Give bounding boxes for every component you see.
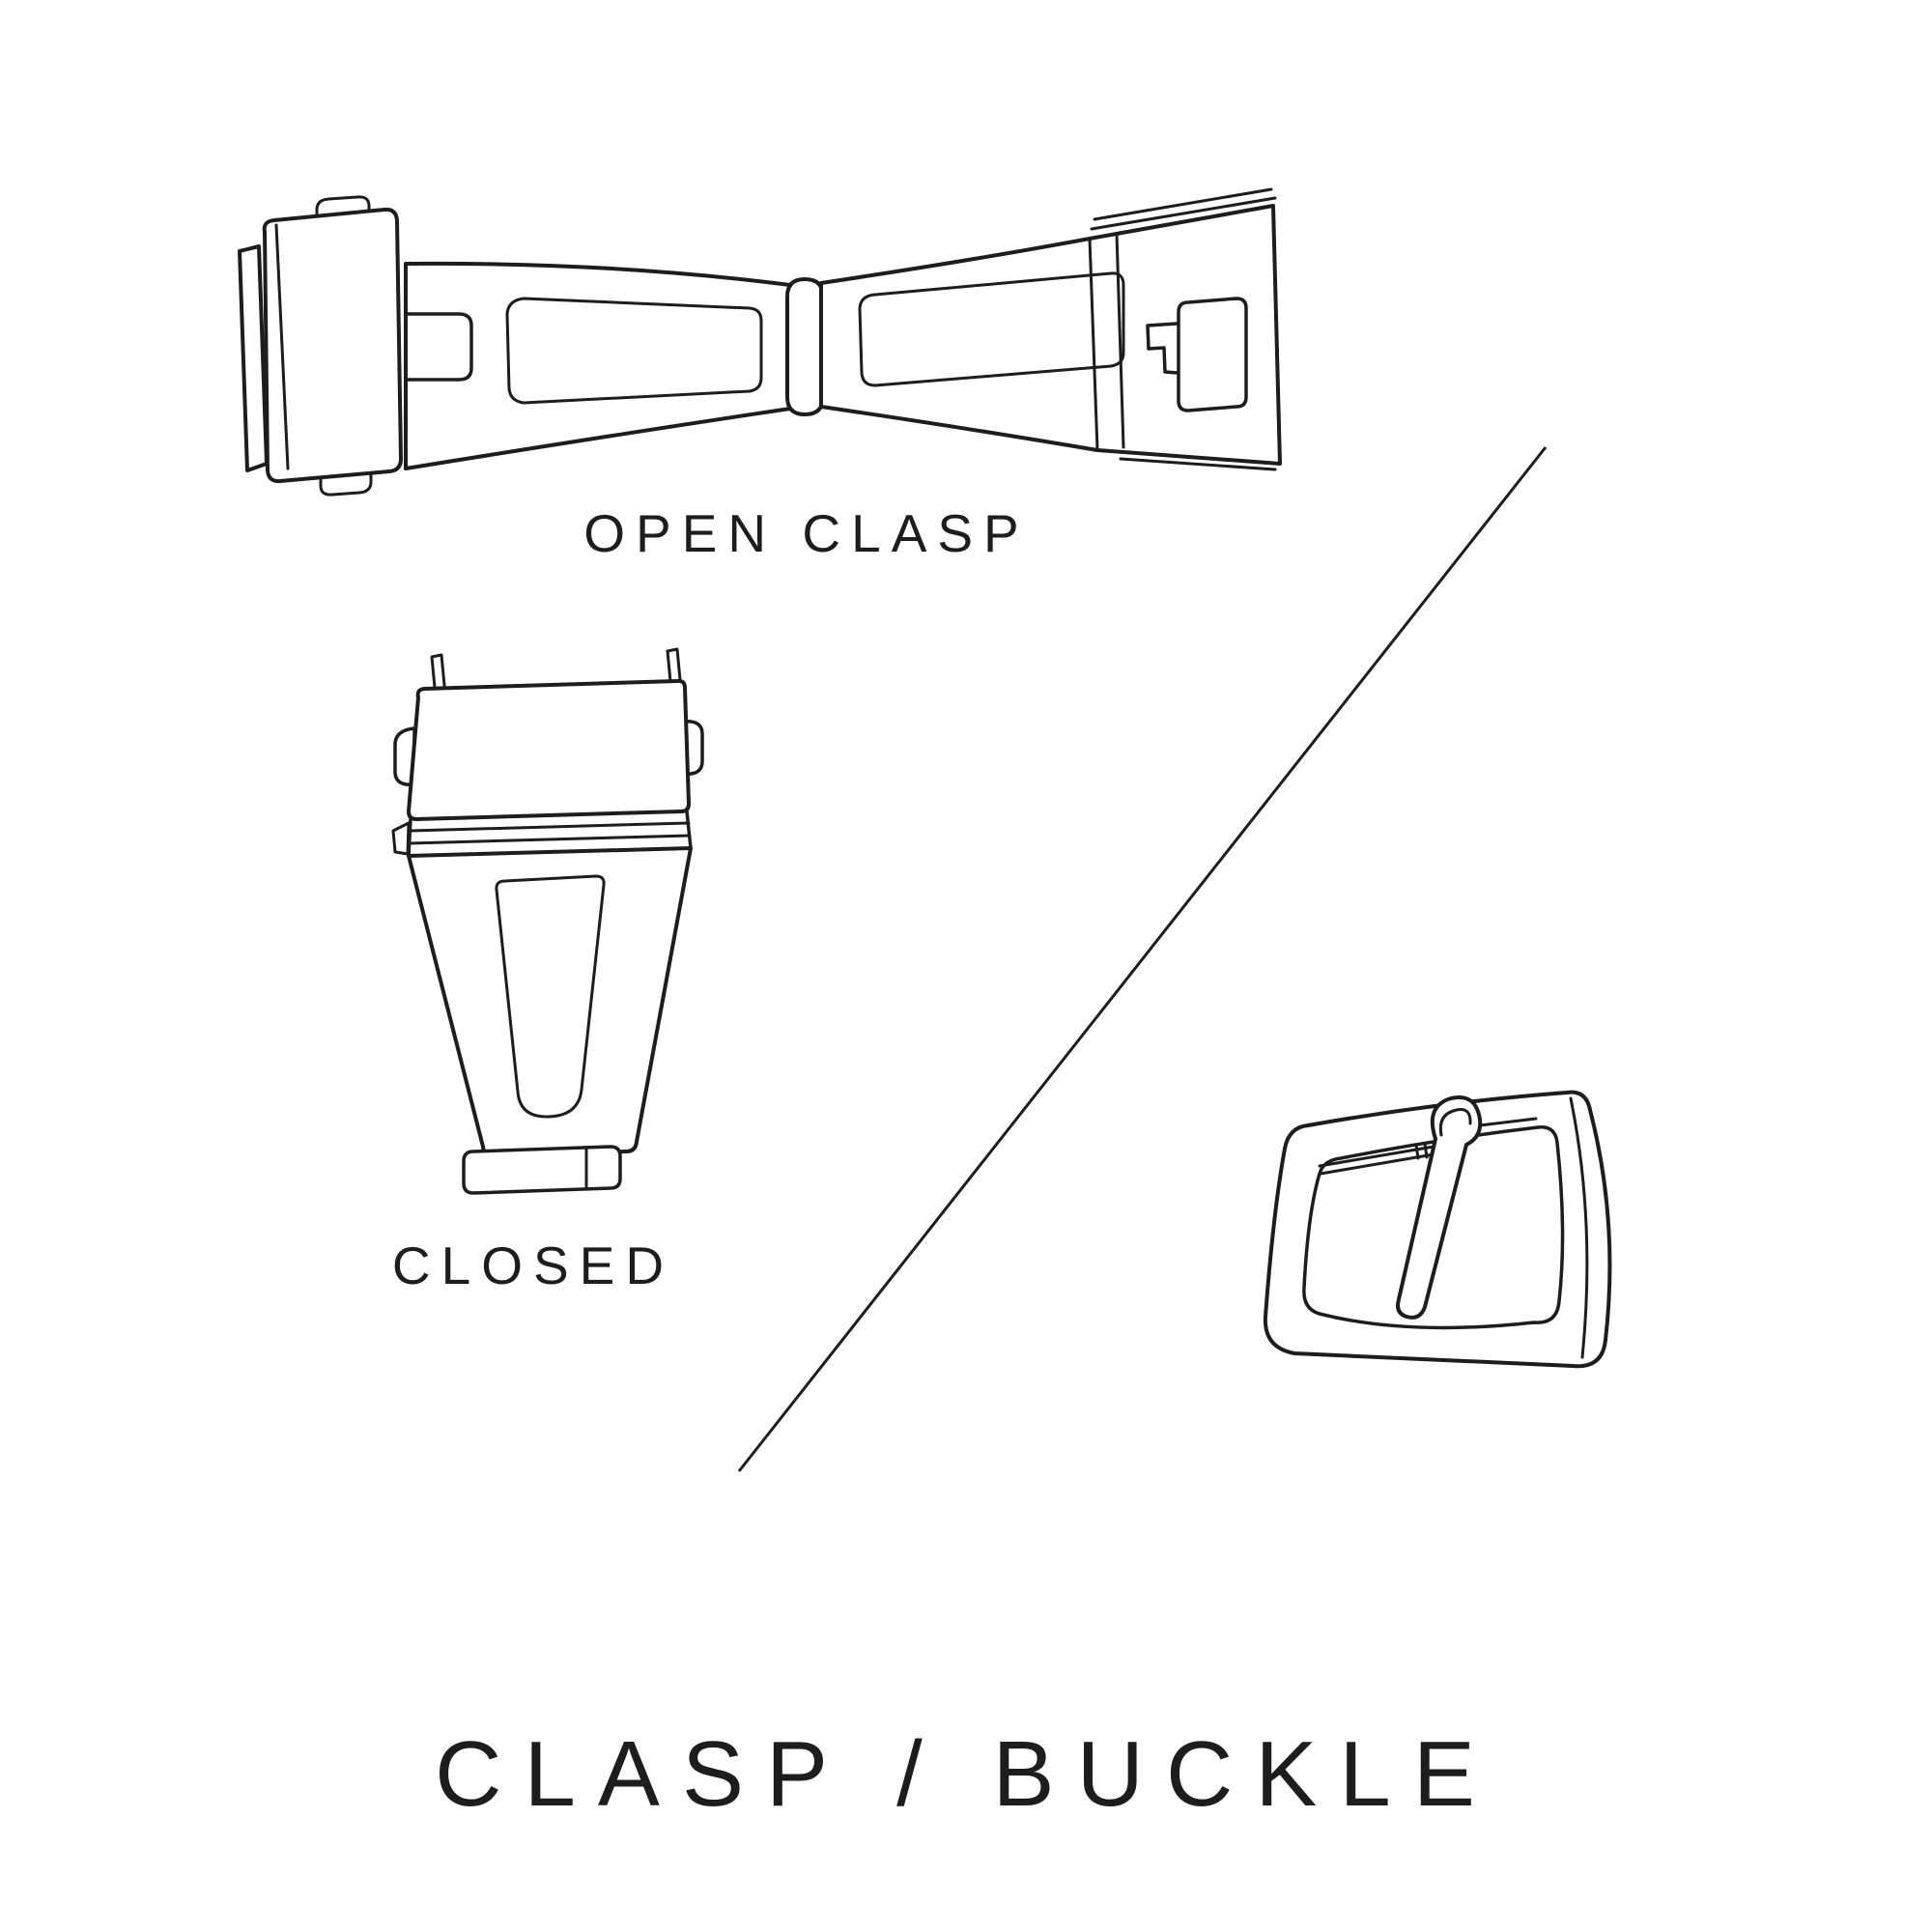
open-clasp-left-arm bbox=[406, 264, 790, 469]
buckle-springbar bbox=[1320, 1119, 1536, 1174]
open-clasp-label: OPEN CLASP bbox=[583, 503, 1030, 563]
closed-clasp-label: CLOSED bbox=[391, 1236, 675, 1295]
closed-clasp-foot bbox=[464, 1147, 620, 1193]
closed-clasp-illustration bbox=[382, 647, 710, 1198]
closed-clasp-cover bbox=[409, 681, 689, 819]
tang-buckle-illustration bbox=[1227, 1077, 1642, 1425]
closed-clasp-bands bbox=[393, 811, 691, 856]
buckle-tongue bbox=[1398, 1097, 1480, 1318]
closed-clasp-body bbox=[409, 848, 691, 1156]
open-clasp-right-arm bbox=[821, 189, 1280, 469]
open-clasp-hinge bbox=[787, 279, 823, 414]
open-clasp-left-endlink bbox=[240, 197, 401, 495]
open-clasp-illustration bbox=[222, 179, 1304, 497]
diagram-title: CLASP / BUCKLE bbox=[435, 1722, 1497, 1826]
diagonal-divider bbox=[729, 440, 1560, 1483]
